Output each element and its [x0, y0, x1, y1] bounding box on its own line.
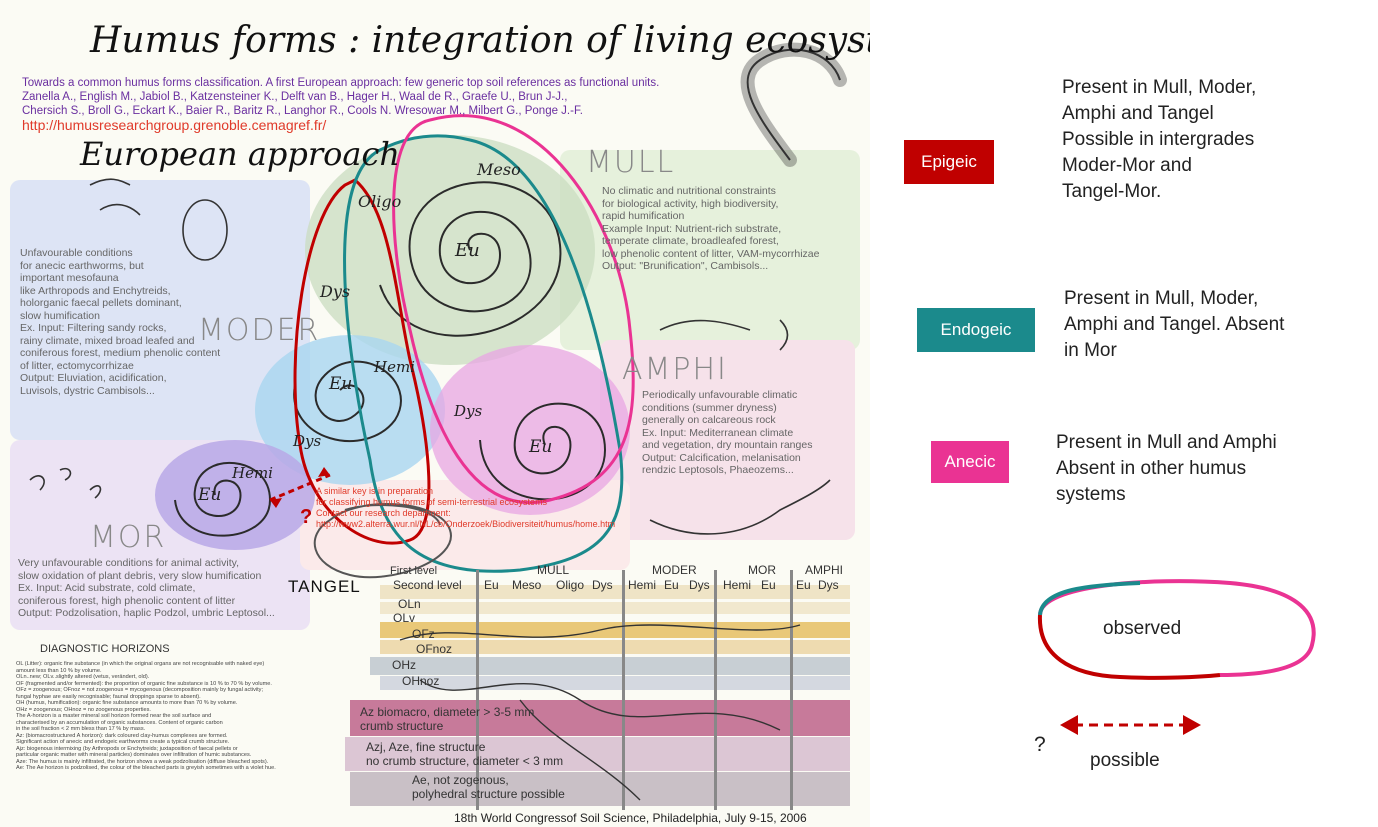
sub-hemi-moder: Hemi — [628, 578, 657, 592]
label-eu-amphi: Eu — [529, 437, 553, 457]
label-eu-moder: Eu — [329, 374, 353, 394]
mor-description: Very unfavourable conditions for animal … — [18, 557, 275, 619]
moder-zone — [10, 180, 310, 440]
label-dys-amphi: Dys — [454, 402, 483, 420]
horizon-oln: OLn — [398, 597, 421, 611]
diagnostic-horizons-text: OL (Litter): organic fine substance (in … — [16, 661, 276, 771]
horizon-ae: Ae, not zogenous, polyhedral structure p… — [412, 773, 565, 801]
amphi-zone — [600, 340, 855, 540]
sub-eu-moder: Eu — [664, 578, 679, 592]
reference-line-1: Towards a common humus forms classificat… — [22, 77, 660, 89]
sub-hemi-mor: Hemi — [723, 578, 752, 592]
reference-line-3: Chersich S., Broll G., Eckart K., Baier … — [22, 105, 583, 117]
sub-oligo: Oligo — [556, 578, 585, 592]
endogeic-description: Present in Mull, Moder, Amphi and Tangel… — [1064, 288, 1285, 361]
endogeic-badge: Endogeic — [917, 308, 1035, 352]
sub-dys-amphi: Dys — [818, 578, 839, 592]
moder-blob — [255, 335, 445, 485]
observed-label: observed — [1103, 618, 1182, 639]
epigeic-label: Epigeic — [921, 152, 977, 171]
label-hemi-mor: Hemi — [232, 464, 273, 482]
endogeic-label: Endogeic — [940, 320, 1012, 339]
label-dys-mull: Dys — [320, 282, 351, 301]
possible-arrow-icon — [1060, 715, 1201, 735]
sub-dys-mull: Dys — [592, 578, 613, 592]
label-eu-mull: Eu — [455, 240, 480, 261]
label-oligo: Oligo — [358, 192, 402, 211]
mull-label: MULL — [586, 145, 676, 180]
anecic-loop — [392, 114, 635, 504]
group-mull: MULL — [537, 563, 570, 577]
amphi-label: AMPHI — [622, 352, 728, 387]
congress-footer: 18th World Congressof Soil Science, Phil… — [454, 811, 807, 825]
poster-url[interactable]: http://humusresearchgroup.grenoble.cemag… — [22, 117, 327, 133]
mor-label: MOR — [90, 520, 167, 555]
sub-meso: Meso — [512, 578, 542, 592]
mor-blob — [155, 440, 315, 550]
group-moder: MODER — [652, 563, 697, 577]
horizon-ofz: OFz — [412, 627, 435, 641]
horizon-az: Az biomacro, diameter > 3-5 mm crumb str… — [360, 705, 535, 733]
european-approach-heading: European approach — [80, 135, 401, 173]
epigeic-loop — [293, 178, 431, 545]
horizon-ofnoz: OFnoz — [416, 642, 453, 656]
label-hemi-moder: Hemi — [374, 358, 415, 376]
sub-dys-moder: Dys — [689, 578, 710, 592]
horizon-olv: OLv — [393, 611, 416, 625]
moder-description: Unfavourable conditions for anecic earth… — [20, 247, 221, 397]
horizon-ohz: OHz — [392, 658, 416, 672]
first-level-header: First level — [390, 565, 438, 577]
endogeic-loop — [343, 134, 624, 573]
sub-eu-mor: Eu — [761, 578, 776, 592]
observed-loop-icon — [1037, 579, 1316, 680]
legend-question-mark: ? — [1034, 733, 1046, 756]
horizon-ohnoz: OHnoz — [402, 674, 440, 688]
epigeic-description: Present in Mull, Moder, Amphi and Tangel… — [1062, 77, 1257, 202]
second-level-header: Second level — [393, 578, 462, 592]
label-dys-moder: Dys — [293, 432, 322, 450]
diagnostic-horizons-title: DIAGNOSTIC HORIZONS — [40, 643, 170, 655]
sub-eu-amphi: Eu — [796, 578, 811, 592]
tangel-label: TANGEL — [288, 577, 361, 596]
group-mor: MOR — [748, 563, 776, 577]
moder-label: MODER — [198, 313, 321, 348]
anecic-description: Present in Mull and Amphi Absent in othe… — [1056, 432, 1277, 505]
label-meso: Meso — [477, 160, 521, 179]
amphi-description: Periodically unfavourable climatic condi… — [642, 389, 813, 476]
semi-terrestrial-note: A similar key is in preparation for clas… — [316, 486, 616, 529]
humus-poster: Humus forms : integration of living ecos… — [0, 0, 870, 827]
horizon-ajz: Azj, Aze, fine structure no crumb struct… — [366, 740, 564, 768]
poster-title: Humus forms : integration of living ecos… — [90, 20, 870, 61]
label-eu-mor: Eu — [198, 485, 222, 505]
poster-question-mark: ? — [300, 506, 313, 528]
poster-graphics — [0, 0, 870, 827]
anecic-label: Anecic — [944, 452, 996, 471]
possible-label: possible — [1090, 750, 1160, 771]
anecic-badge: Anecic — [931, 441, 1009, 483]
mull-blob — [305, 135, 595, 365]
reference-line-2: Zanella A., English M., Jabiol B., Katze… — [22, 91, 568, 103]
mull-zone — [560, 150, 860, 350]
epigeic-badge: Epigeic — [904, 140, 994, 184]
sub-eu-mull: Eu — [484, 578, 499, 592]
group-amphi: AMPHI — [805, 563, 844, 577]
amphi-blob — [430, 345, 630, 515]
mull-description: No climatic and nutritional constraints … — [602, 185, 820, 272]
